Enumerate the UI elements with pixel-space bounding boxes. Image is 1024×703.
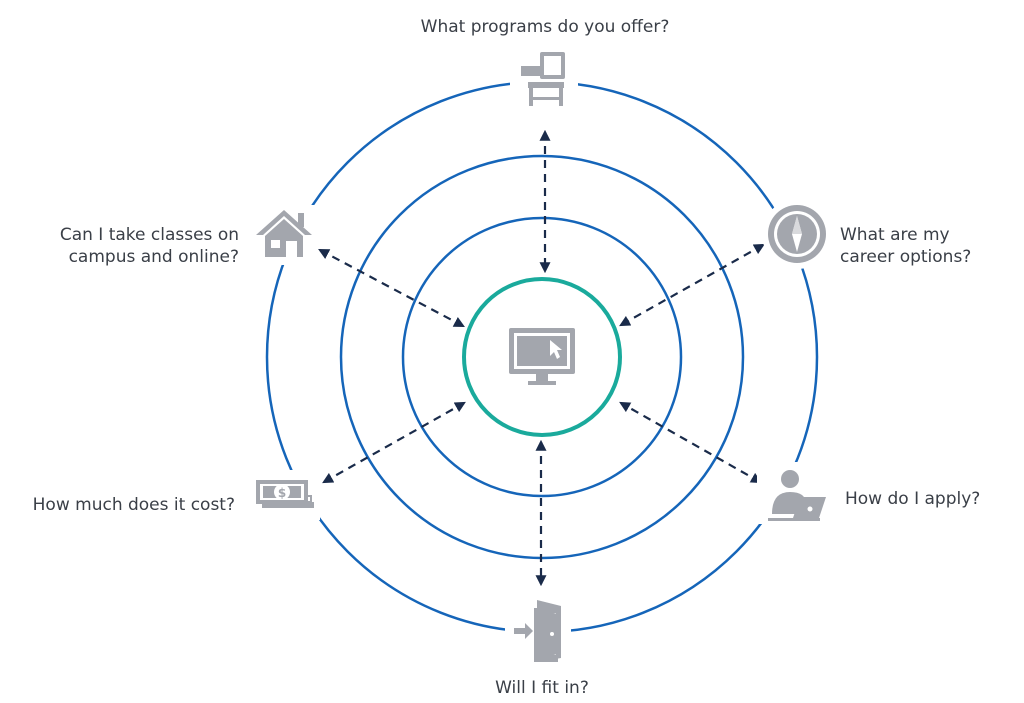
svg-text:$: $ bbox=[278, 486, 286, 500]
computer-monitor-icon bbox=[509, 328, 575, 385]
arrow-upper-right bbox=[619, 243, 765, 327]
money-bills-icon: $ bbox=[256, 480, 314, 508]
question-programs: What programs do you offer? bbox=[420, 17, 670, 37]
person-laptop-icon bbox=[768, 470, 826, 521]
classroom-desk-icon bbox=[521, 52, 565, 106]
arrow-lower-left bbox=[322, 401, 466, 484]
question-campus-online: Can I take classes on campus and online? bbox=[59, 225, 239, 267]
house-icon bbox=[256, 210, 312, 257]
door-exit-icon bbox=[514, 600, 561, 662]
question-fit-in: Will I fit in? bbox=[495, 678, 589, 698]
arrow-lower-right bbox=[619, 401, 762, 484]
question-cost: How much does it cost? bbox=[32, 495, 235, 515]
question-apply: How do I apply? bbox=[845, 489, 981, 509]
arrows bbox=[318, 129, 765, 587]
compass-icon bbox=[768, 205, 826, 263]
question-career-options: What are my career options? bbox=[840, 225, 972, 267]
